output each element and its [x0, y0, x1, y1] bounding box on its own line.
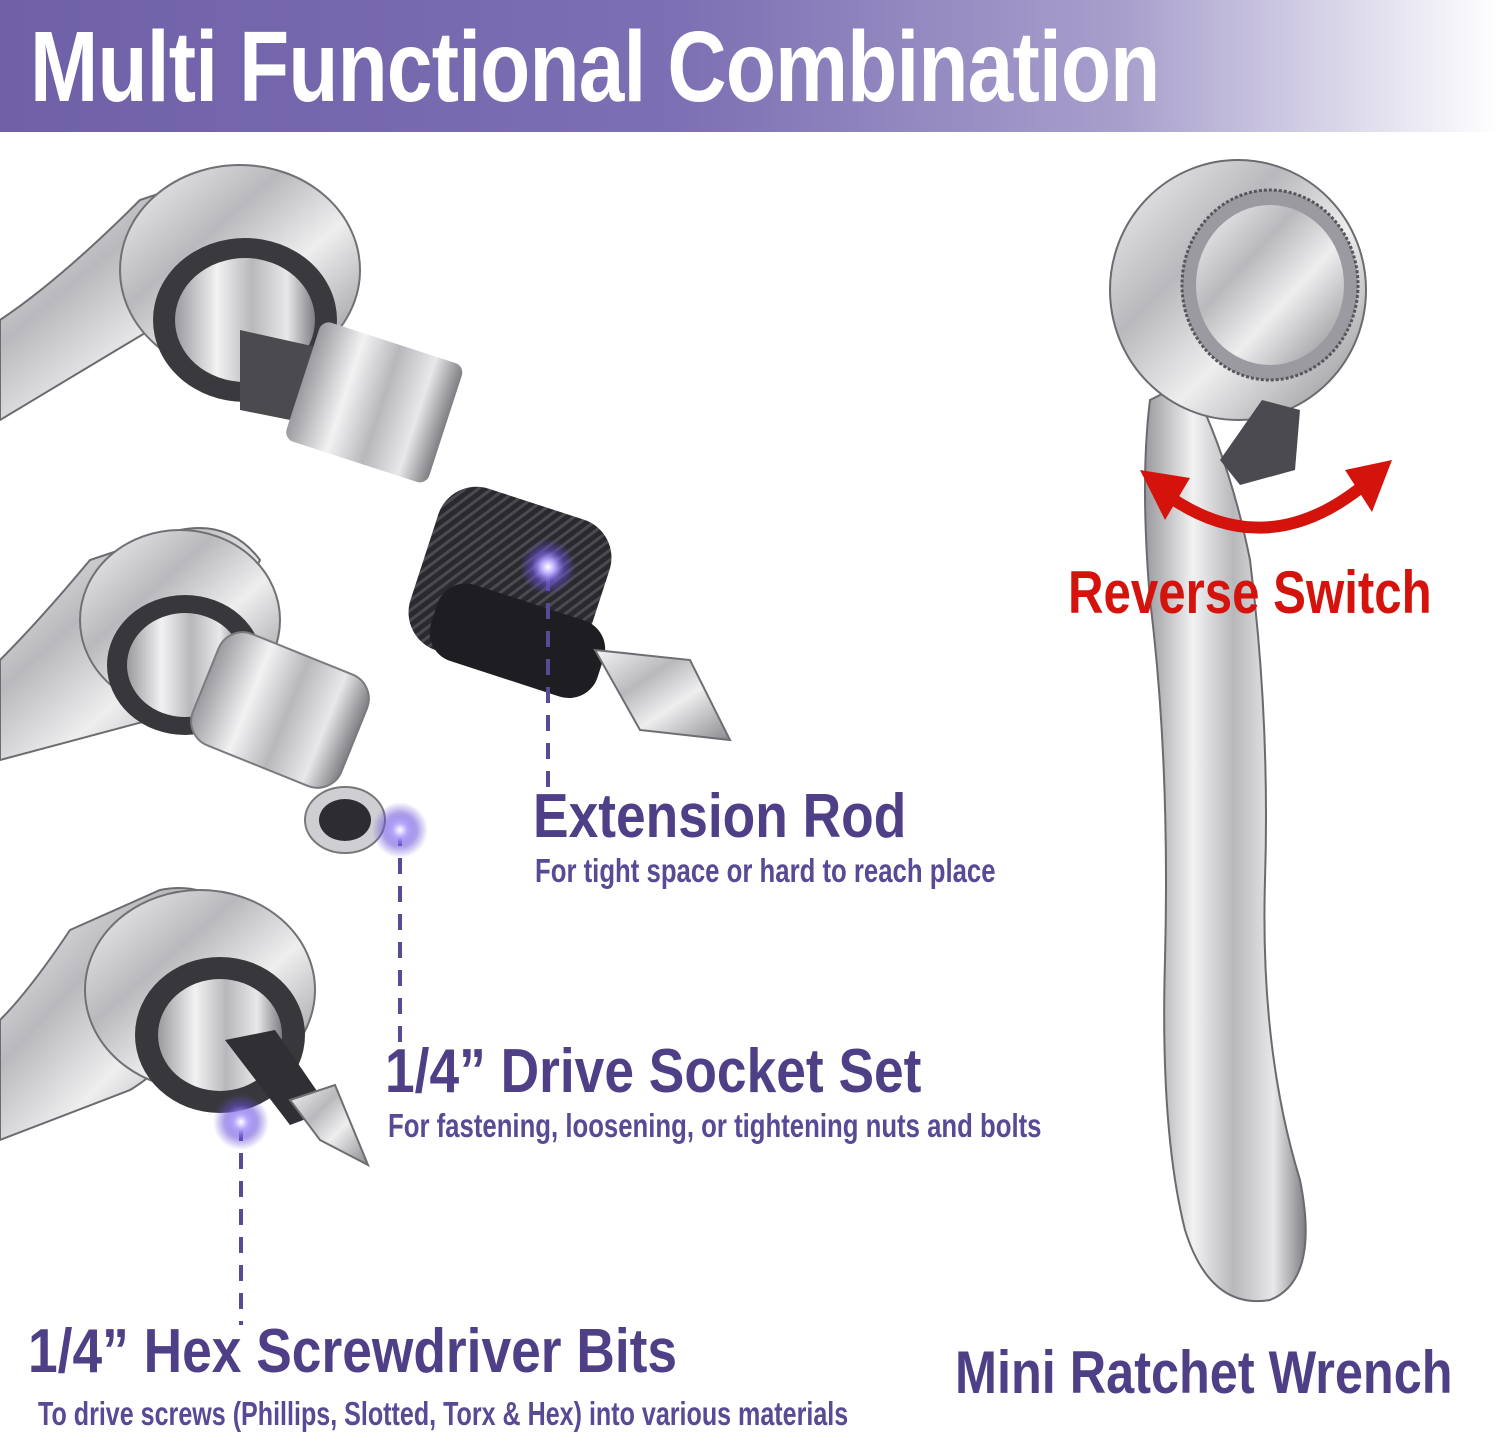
mini-ratchet-wrench-image: [1109, 159, 1367, 1303]
header-banner: Multi Functional Combination: [0, 0, 1500, 132]
hex-bits-marker-icon: [213, 1094, 269, 1150]
reverse-switch-arrow-icon: [1140, 460, 1392, 534]
extension-rod-subtitle: For tight space or hard to reach place: [535, 852, 996, 889]
socket-set-subtitle: For fastening, loosening, or tightening …: [388, 1107, 1042, 1144]
page-title: Multi Functional Combination: [30, 11, 1160, 123]
extension-rod-title: Extension Rod: [533, 782, 907, 851]
extension-rod-ratchet: [0, 164, 732, 742]
socket-set-marker-icon: [372, 802, 428, 858]
socket-ratchet: [0, 527, 386, 854]
ratchet-wrench-title: Mini Ratchet Wrench: [955, 1339, 1453, 1406]
hex-bits-subtitle: To drive screws (Phillips, Slotted, Torx…: [38, 1395, 849, 1432]
hex-bits-title: 1/4” Hex Screwdriver Bits: [28, 1317, 678, 1386]
socket-set-title: 1/4” Drive Socket Set: [385, 1037, 922, 1106]
hex-bit-ratchet: [0, 887, 370, 1168]
extension-rod-marker-icon: [520, 539, 576, 595]
reverse-switch-label: Reverse Switch: [1068, 559, 1432, 626]
